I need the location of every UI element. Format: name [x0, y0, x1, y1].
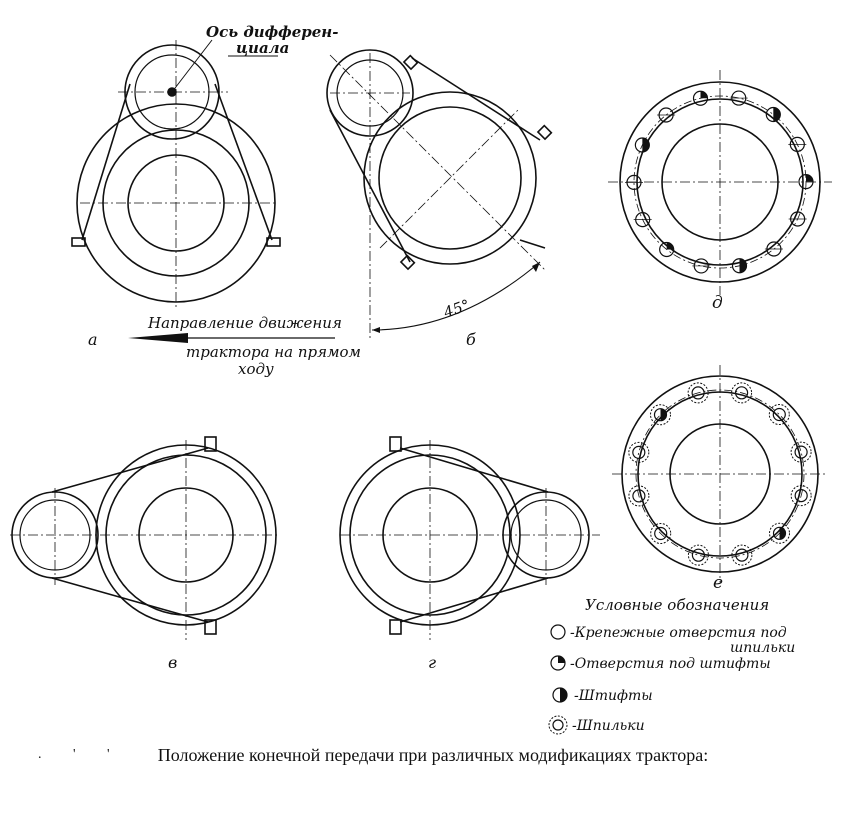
- flange-d-hole: [729, 90, 748, 106]
- flange-e-stud: [650, 523, 672, 545]
- flange-e-stud: [769, 522, 791, 544]
- direction-label-line2: трактора на прямом: [186, 343, 361, 361]
- direction-label-line1: Направление движения: [147, 314, 342, 332]
- flange-d-hole: [788, 211, 807, 227]
- figure-d-flange: [608, 70, 832, 295]
- flange-e-stud: [628, 485, 650, 507]
- flange-d-hole: [765, 106, 781, 123]
- figure-caption: . ' ' Положение конечной передачи при ра…: [0, 745, 866, 766]
- legend-item-4: -Шпильки: [572, 718, 645, 734]
- legend-item-3: -Штифты: [574, 688, 653, 704]
- figure-g-letter: г: [428, 653, 436, 672]
- direction-arrow: [128, 333, 335, 343]
- angle-label: 45°: [440, 296, 472, 322]
- flange-e-stud: [731, 382, 753, 404]
- legend-pin-hole-symbol: [550, 655, 566, 671]
- flange-d-hole: [659, 241, 675, 258]
- legend-mounting-hole-symbol: [550, 624, 566, 640]
- figure-a-housing: [71, 39, 281, 310]
- flange-d-hole: [798, 174, 814, 190]
- legend-pin-symbol: [552, 687, 568, 703]
- caption-text: Положение конечной передачи при различны…: [157, 745, 709, 765]
- figure-a-letter: а: [88, 330, 98, 349]
- flange-d-hole: [634, 137, 650, 153]
- legend-title: Условные обозначения: [585, 596, 769, 614]
- flange-e-stud: [768, 403, 790, 425]
- legend: Условные обозначения -Крепежные отверсти…: [548, 596, 795, 735]
- flange-d-hole: [764, 241, 783, 257]
- flange-e-stud: [790, 485, 812, 507]
- flange-e-stud: [628, 441, 650, 463]
- flange-d-hole: [731, 258, 748, 274]
- legend-item-2: -Отверстия под штифты: [570, 656, 771, 672]
- flange-e-stud: [687, 544, 709, 566]
- flange-d-hole: [625, 174, 644, 190]
- figure-e-letter: е: [713, 573, 723, 593]
- figure-d-letter: д: [712, 293, 723, 313]
- flange-e-stud: [649, 404, 671, 426]
- figure-b-letter: б: [466, 330, 476, 349]
- direction-label-line3: ходу: [238, 360, 274, 378]
- figure-v-letter: в: [168, 653, 177, 672]
- flange-d-hole: [657, 107, 676, 123]
- caption-dots: . ' ': [38, 747, 124, 762]
- flange-d-hole: [692, 258, 711, 274]
- figure-e-flange: [612, 365, 828, 582]
- legend-item-1-line1: -Крепежные отверстия под: [570, 625, 787, 641]
- figure-g-housing: [339, 436, 600, 640]
- flange-e-stud: [687, 382, 709, 404]
- figure-v-housing: [10, 436, 280, 640]
- flange-d-hole: [788, 136, 807, 152]
- figure-b-housing: [326, 49, 553, 340]
- diff-axis-label-line2: циала: [236, 39, 289, 57]
- legend-stud-symbol: [548, 715, 568, 735]
- diff-axis-label-line1: Ось дифферен-: [206, 23, 338, 41]
- flange-d-hole: [633, 212, 652, 228]
- flange-e-stud: [790, 441, 812, 463]
- flange-e-stud: [731, 544, 753, 566]
- legend-item-1-line2: шпильки: [730, 640, 795, 656]
- flange-d-hole: [692, 90, 709, 106]
